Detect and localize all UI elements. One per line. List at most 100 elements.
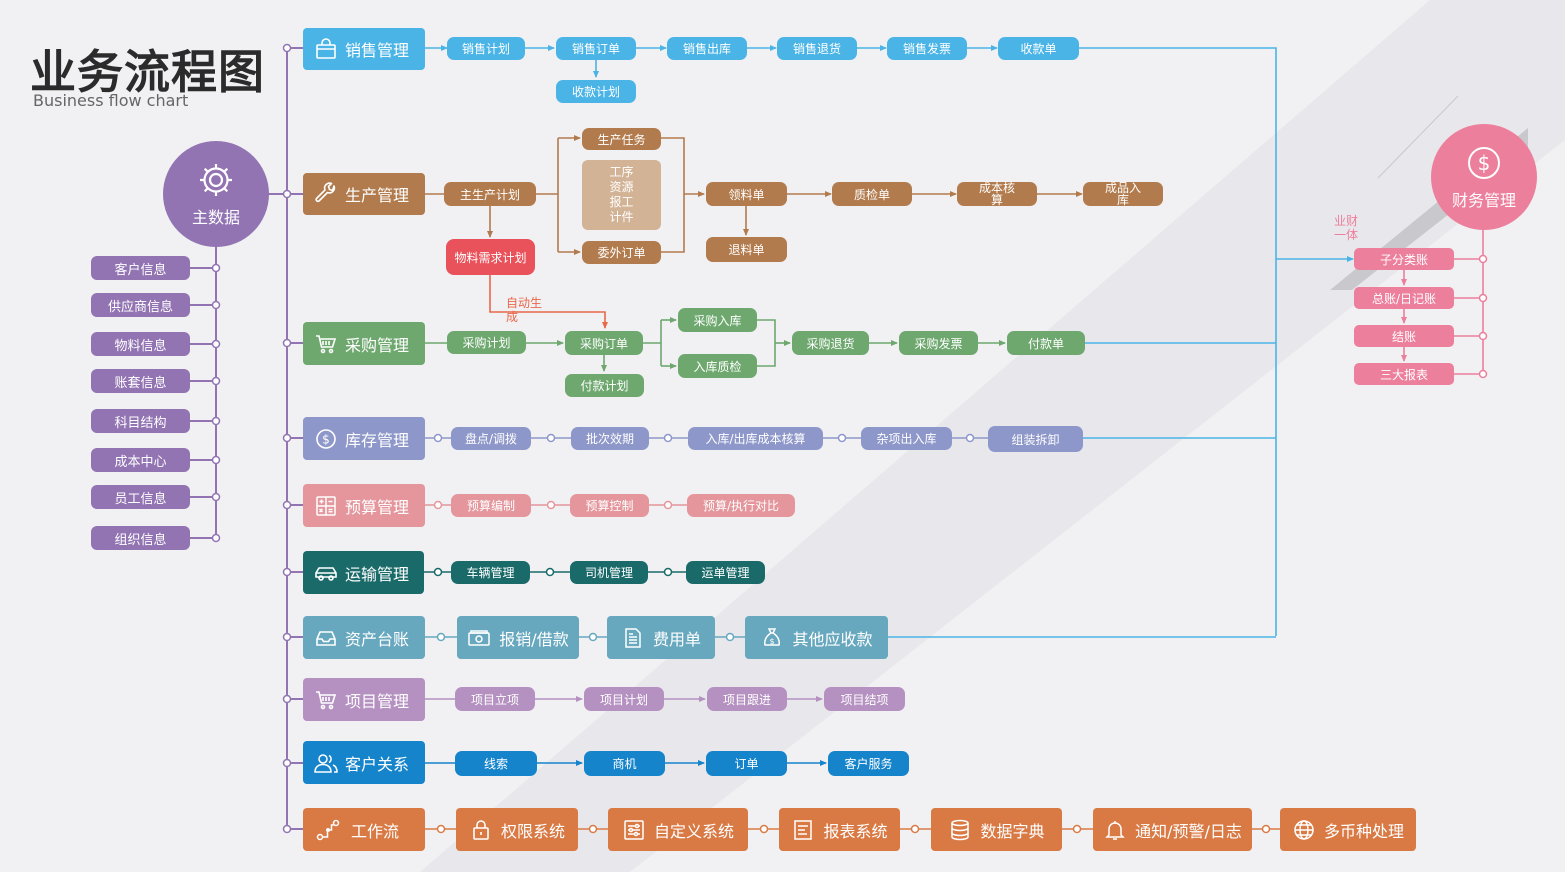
module-label: 生产管理: [345, 186, 410, 205]
lock-icon: [469, 818, 493, 842]
module-inventory[interactable]: $ 库存管理: [303, 417, 425, 460]
sales-step[interactable]: 收款单: [998, 37, 1079, 60]
money-icon: [467, 626, 491, 650]
module-production[interactable]: 生产管理: [303, 173, 425, 215]
inventory-step[interactable]: 批次效期: [571, 427, 649, 450]
master-item[interactable]: 客户信息: [91, 256, 190, 280]
inventory-step[interactable]: 入库/出库成本核算: [688, 427, 823, 450]
workflow-step[interactable]: 报表系统: [779, 808, 900, 851]
finance-item[interactable]: 子分类账: [1354, 248, 1454, 270]
master-data-label: 主数据: [191, 208, 240, 227]
production-quality[interactable]: 质检单: [832, 182, 912, 206]
production-task[interactable]: 生产任务: [582, 128, 661, 150]
production-main-plan[interactable]: 主生产计划: [444, 182, 536, 206]
module-label: 库存管理: [345, 430, 410, 450]
bell-icon: [1103, 818, 1127, 842]
sales-step[interactable]: 销售退货: [777, 37, 857, 60]
production-details[interactable]: 工序 资源 报工 计件: [582, 160, 661, 230]
production-finished[interactable]: 成品入 库: [1083, 182, 1163, 206]
module-transport[interactable]: 运输管理: [303, 551, 424, 594]
page-subtitle: Business flow chart: [33, 91, 189, 110]
purchase-return[interactable]: 采购退货: [792, 331, 869, 355]
purchase-receiving[interactable]: 采购入库: [678, 308, 757, 332]
module-crm[interactable]: 客户关系: [303, 741, 425, 784]
budget-step[interactable]: 预算编制: [451, 494, 531, 517]
svg-text:$: $: [770, 637, 775, 646]
purchase-invoice[interactable]: 采购发票: [899, 331, 978, 355]
finance-item[interactable]: 结账: [1354, 325, 1454, 347]
master-item[interactable]: 组织信息: [91, 526, 190, 550]
purchase-payment[interactable]: 付款单: [1007, 331, 1085, 355]
module-label: 预算管理: [345, 497, 410, 517]
transport-step[interactable]: 司机管理: [570, 561, 648, 584]
project-step[interactable]: 项目跟进: [707, 687, 787, 711]
production-costing[interactable]: 成本核 算: [957, 182, 1037, 206]
inventory-step[interactable]: 盘点/调拨: [451, 427, 531, 450]
workflow-step[interactable]: 通知/预警/日志: [1093, 808, 1252, 851]
workflow-icon: [315, 817, 341, 843]
project-step[interactable]: 项目立项: [455, 687, 535, 711]
module-project[interactable]: 项目管理: [303, 678, 425, 721]
transport-step[interactable]: 运单管理: [686, 561, 765, 584]
purchase-plan[interactable]: 采购计划: [447, 331, 526, 354]
svg-text:$: $: [1478, 151, 1491, 175]
finance-hub[interactable]: $ 财务管理: [1431, 124, 1537, 230]
module-purchase[interactable]: 采购管理: [303, 322, 425, 365]
master-item[interactable]: 供应商信息: [91, 293, 190, 317]
crm-step[interactable]: 商机: [584, 751, 665, 776]
sales-collection-plan[interactable]: 收款计划: [556, 80, 636, 103]
finance-item[interactable]: 总账/日记账: [1354, 287, 1454, 309]
wrench-icon: [313, 181, 339, 207]
module-label: 资产台账: [345, 629, 410, 649]
car-icon: [313, 560, 339, 586]
cart-icon: [313, 331, 339, 357]
inventory-step[interactable]: 杂项出入库: [861, 427, 952, 450]
module-assets[interactable]: 资产台账: [303, 616, 425, 659]
page-title: 业务流程图: [30, 45, 265, 99]
module-workflow[interactable]: 工作流: [303, 808, 425, 851]
assets-step[interactable]: $ 其他应收款: [745, 616, 888, 659]
workflow-step[interactable]: 数据字典: [931, 808, 1062, 851]
sales-step[interactable]: 销售计划: [447, 37, 525, 60]
crm-step[interactable]: 订单: [706, 751, 787, 776]
production-return[interactable]: 退料单: [706, 237, 787, 262]
workflow-step[interactable]: 多币种处理: [1280, 808, 1416, 851]
master-item[interactable]: 员工信息: [91, 485, 190, 509]
document-icon: [621, 626, 645, 650]
module-sales[interactable]: 销售管理: [303, 28, 425, 70]
project-step[interactable]: 项目计划: [584, 687, 664, 711]
master-item[interactable]: 科目结构: [91, 409, 190, 433]
report-icon: [791, 818, 815, 842]
budget-step[interactable]: 预算/执行对比: [687, 494, 795, 517]
crm-step[interactable]: 客户服务: [828, 751, 909, 776]
shopping-bag-icon: [313, 36, 339, 62]
purchase-payment-plan[interactable]: 付款计划: [565, 374, 644, 397]
purchase-inspection[interactable]: 入库质检: [678, 354, 757, 378]
workflow-step-label: 权限系统: [500, 821, 565, 841]
inventory-step[interactable]: 组装拆卸: [988, 426, 1083, 452]
auto-generate-label: 自动生 成: [506, 296, 543, 324]
budget-step[interactable]: 预算控制: [570, 494, 649, 517]
inbox-icon: [313, 625, 339, 651]
sales-step[interactable]: 销售发票: [887, 37, 967, 60]
workflow-step[interactable]: 权限系统: [456, 808, 578, 851]
assets-step[interactable]: 报销/借款: [457, 616, 579, 659]
master-data-hub[interactable]: 主数据: [163, 141, 269, 247]
workflow-step[interactable]: 自定义系统: [608, 808, 748, 851]
sales-step[interactable]: 销售订单: [556, 37, 636, 60]
master-item[interactable]: 物料信息: [91, 332, 190, 356]
purchase-order[interactable]: 采购订单: [565, 331, 643, 355]
master-item[interactable]: 成本中心: [91, 448, 190, 472]
project-step[interactable]: 项目结项: [824, 687, 905, 711]
production-mrp[interactable]: 物料需求计划: [446, 239, 535, 275]
module-budget[interactable]: 预算管理: [303, 484, 425, 527]
finance-item[interactable]: 三大报表: [1354, 363, 1454, 385]
production-outsource[interactable]: 委外订单: [582, 241, 661, 264]
master-item[interactable]: 账套信息: [91, 369, 190, 393]
crm-step[interactable]: 线索: [455, 751, 537, 776]
assets-step[interactable]: 费用单: [607, 616, 715, 659]
sales-step[interactable]: 销售出库: [667, 37, 747, 60]
production-requisition[interactable]: 领料单: [706, 182, 787, 206]
transport-step[interactable]: 车辆管理: [451, 561, 530, 584]
